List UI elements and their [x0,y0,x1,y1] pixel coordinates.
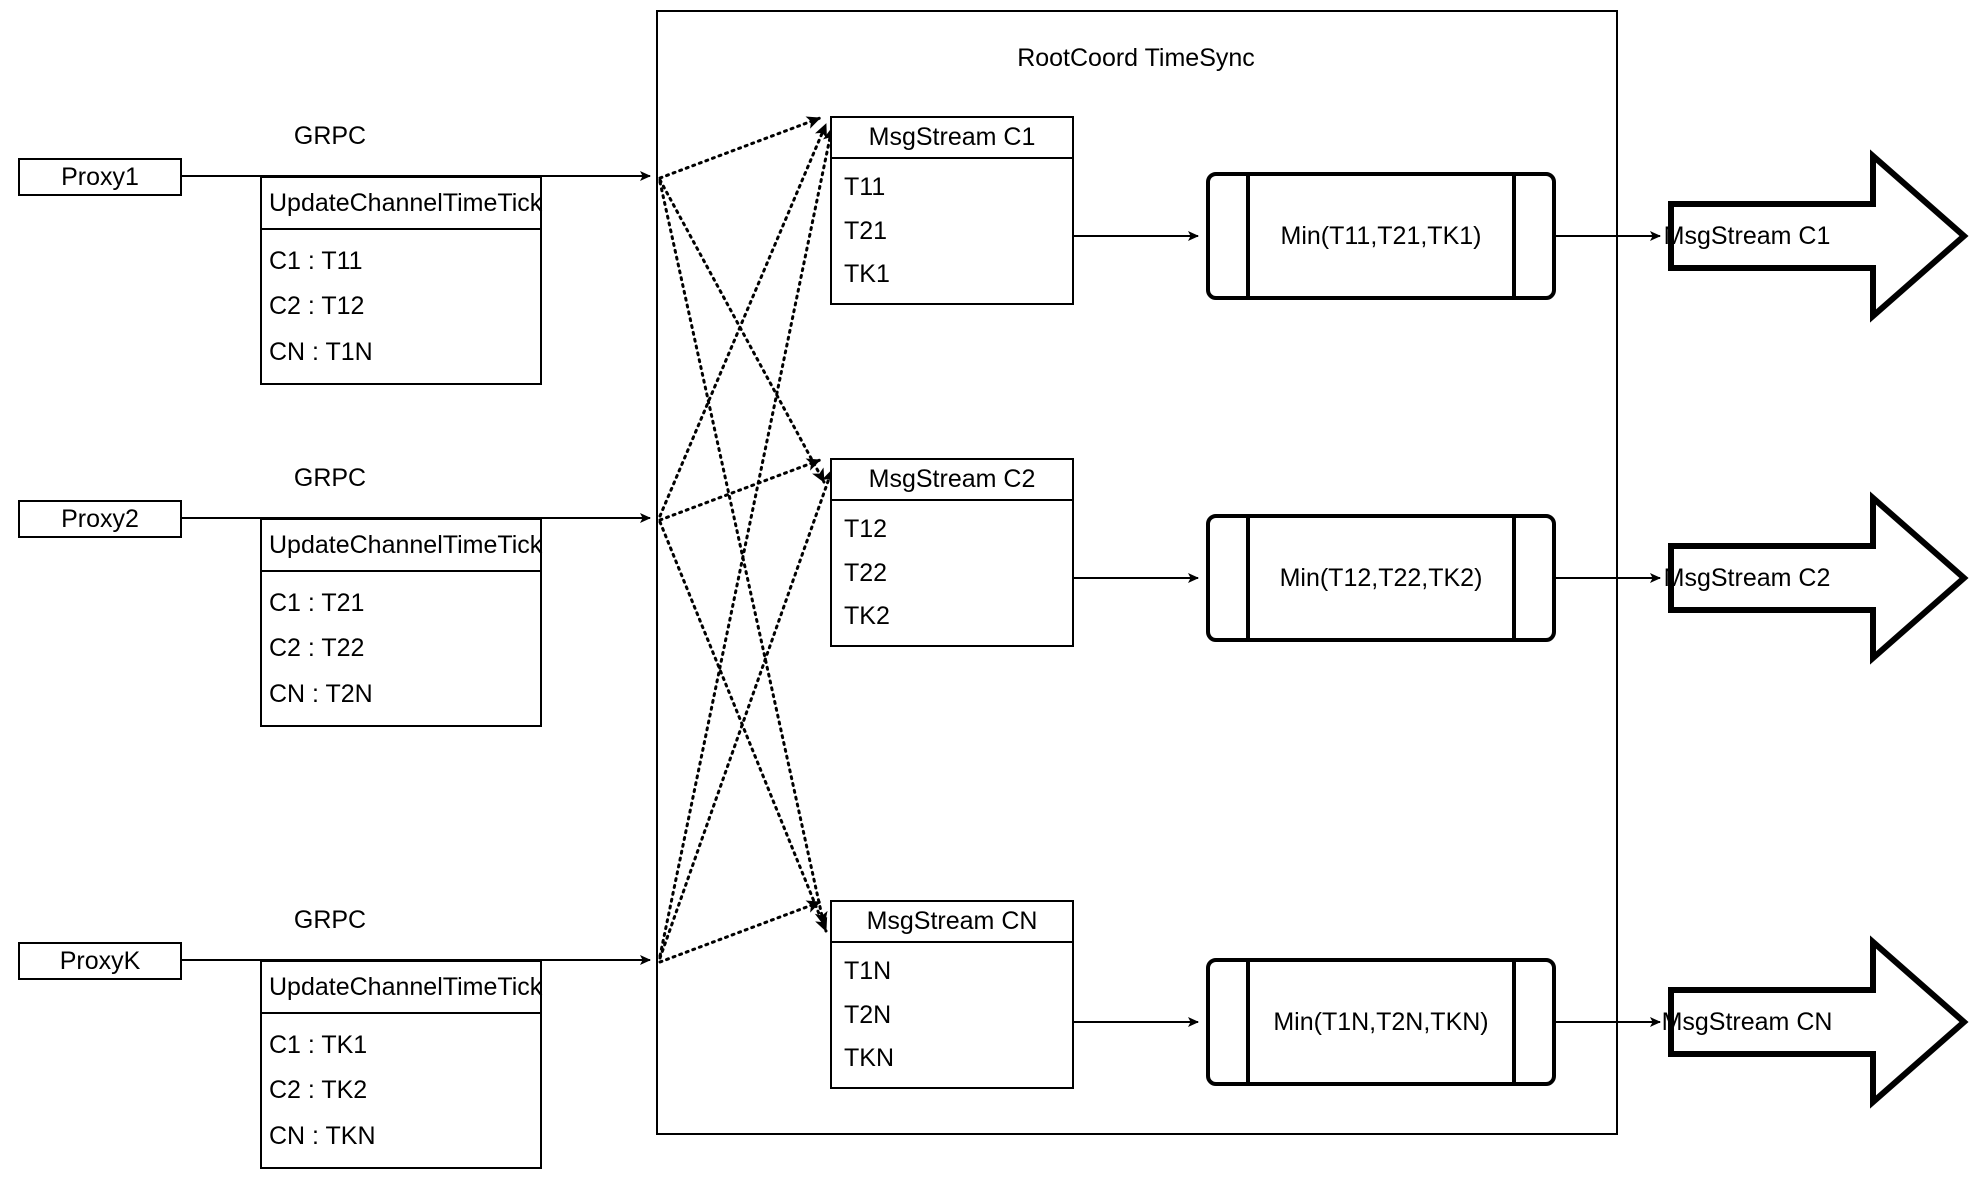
table-body: C1 : T11 C2 : T12 CN : T1N [262,230,540,383]
output-block-arrow-c1: MsgStream C1 [1664,149,1969,323]
output-block-arrow-cn: MsgStream CN [1662,935,1969,1109]
table-header: UpdateChannelTimeTick [262,520,542,572]
min-process-cn: Min(T1N,T2N,TKN) [1206,958,1556,1086]
process-right-bar [1512,958,1516,1086]
table-header: UpdateChannelTimeTick [262,962,542,1014]
proxy-label: Proxy1 [61,162,139,191]
table-row: C1 : T11 [269,246,363,275]
table-header: UpdateChannelTimeTick [262,178,542,230]
output-label: MsgStream CN [1661,1008,1833,1036]
table-row: C2 : T22 [269,634,365,662]
table-row: CN : T1N [269,337,373,366]
process-label: Min(T11,T21,TK1) [1280,221,1482,250]
min-process-c1: Min(T11,T21,TK1) [1206,172,1556,300]
process-left-bar [1246,958,1250,1086]
table-row: T1N [844,957,892,986]
grpc-label-proxy2: GRPC [293,464,367,492]
process-label: Min(T1N,T2N,TKN) [1273,1007,1489,1036]
table-header: MsgStream C1 [832,118,1072,159]
table-body: T11 T21 TK1 [832,159,1072,303]
output-label: MsgStream C2 [1663,564,1831,592]
output-block-arrow-c2: MsgStream C2 [1664,491,1969,665]
table-row: T22 [844,558,888,587]
table-row: T2N [844,1000,892,1029]
table-row: TK2 [844,601,890,630]
table-row: TKN [844,1043,894,1072]
table-row: CN : TKN [269,1121,376,1150]
table-header: MsgStream C2 [832,460,1072,501]
min-process-c2: Min(T12,T22,TK2) [1206,514,1556,642]
table-header: MsgStream CN [832,902,1072,943]
table-row: T12 [844,515,888,544]
block-arrow-shape [1668,149,1969,323]
process-left-bar [1246,172,1250,300]
block-arrow-shape [1668,491,1969,665]
msgstream-table-c1: MsgStream C1 T11 T21 TK1 [830,116,1074,305]
msgstream-table-c2: MsgStream C2 T12 T22 TK2 [830,458,1074,647]
table-body: T12 T22 TK2 [832,501,1072,645]
table-row: CN : T2N [269,679,373,708]
update-channel-timetick-table-proxyk: UpdateChannelTimeTick C1 : TK1 C2 : TK2 … [260,960,542,1169]
proxy-box-proxyk[interactable]: ProxyK [18,942,182,980]
table-body: C1 : TK1 C2 : TK2 CN : TKN [262,1014,540,1167]
process-right-bar [1512,172,1516,300]
proxy-label: Proxy2 [61,504,139,533]
grpc-label-proxyk: GRPC [293,906,367,934]
output-label: MsgStream C1 [1663,222,1831,250]
grpc-label-proxy1: GRPC [293,122,367,150]
table-row: T21 [844,216,888,245]
table-row: C2 : TK2 [269,1076,368,1104]
table-row: T11 [844,173,886,202]
proxy-label: ProxyK [59,946,141,975]
update-channel-timetick-table-proxy2: UpdateChannelTimeTick C1 : T21 C2 : T22 … [260,518,542,727]
msgstream-table-cn: MsgStream CN T1N T2N TKN [830,900,1074,1089]
proxy-box-proxy1[interactable]: Proxy1 [18,158,182,196]
table-body: C1 : T21 C2 : T22 CN : T2N [262,572,540,725]
process-left-bar [1246,514,1250,642]
table-row: TK1 [844,259,890,288]
rootcoord-timesync-container [656,10,1618,1135]
update-channel-timetick-table-proxy1: UpdateChannelTimeTick C1 : T11 C2 : T12 … [260,176,542,385]
table-row: C2 : T12 [269,292,365,320]
process-right-bar [1512,514,1516,642]
table-row: C1 : TK1 [269,1030,368,1059]
table-body: T1N T2N TKN [832,943,1072,1087]
process-label: Min(T12,T22,TK2) [1279,563,1483,592]
block-arrow-shape [1668,935,1969,1109]
table-row: C1 : T21 [269,588,365,617]
proxy-box-proxy2[interactable]: Proxy2 [18,500,182,538]
rootcoord-timesync-title: RootCoord TimeSync [1017,44,1255,72]
